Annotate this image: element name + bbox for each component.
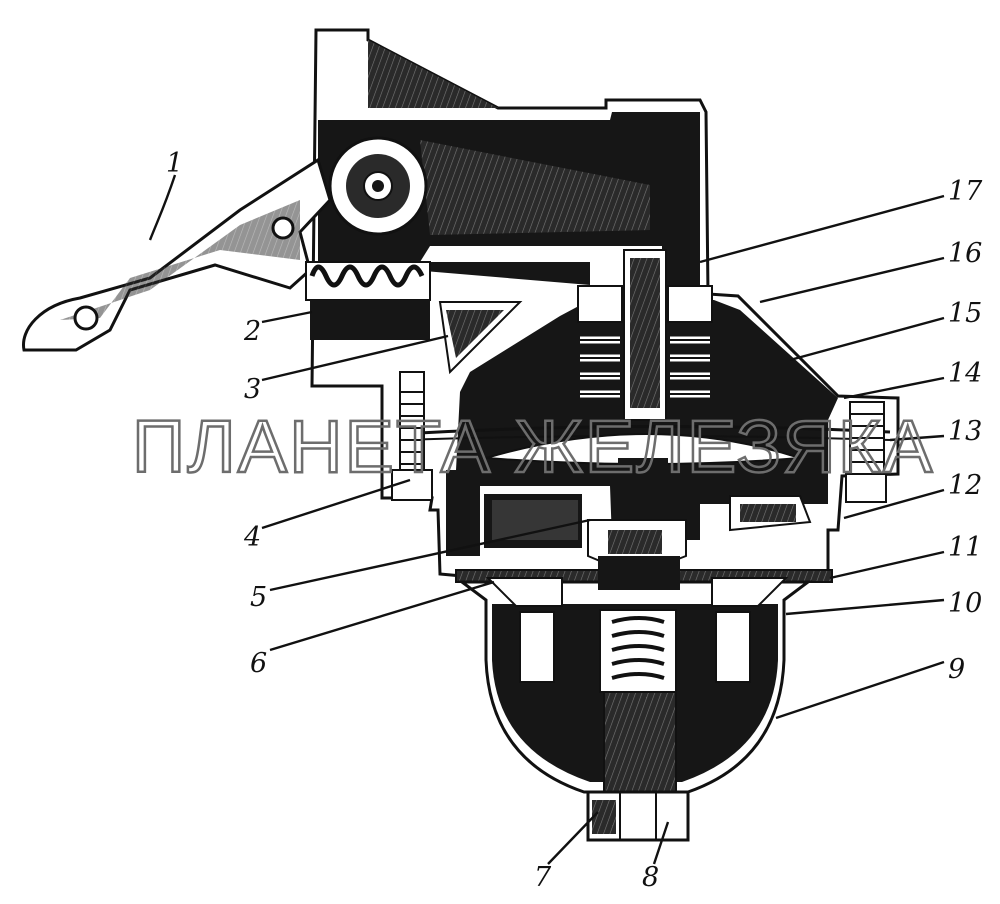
sediment-bowl [457, 556, 813, 842]
label-10: 10 [948, 588, 982, 619]
label-12: 12 [948, 470, 982, 501]
label-4: 4 [243, 522, 261, 553]
pushrod-assembly [577, 249, 713, 421]
label-15: 15 [948, 298, 982, 329]
upper-housing [310, 28, 900, 578]
lever-spring [305, 261, 431, 340]
priming-lever [22, 136, 428, 352]
label-2: 2 [243, 316, 261, 347]
leader-lines [148, 174, 945, 865]
part-labels: 1 2 3 4 5 6 7 8 9 10 11 12 13 14 15 16 1… [166, 148, 983, 893]
label-17: 17 [948, 176, 983, 207]
label-14: 14 [948, 358, 982, 389]
label-16: 16 [948, 238, 982, 269]
label-1: 1 [166, 148, 183, 179]
label-6: 6 [250, 648, 267, 679]
label-13: 13 [948, 416, 982, 447]
label-5: 5 [250, 582, 267, 613]
diaphragm [399, 424, 891, 494]
flange-screws [391, 371, 887, 503]
label-8: 8 [642, 862, 659, 893]
label-11: 11 [948, 532, 982, 563]
watermark-text: ПЛАНЕТА ЖЕЛЕЗЯКА [132, 405, 934, 488]
label-9: 9 [948, 654, 965, 685]
label-3: 3 [244, 374, 261, 405]
label-7: 7 [534, 862, 552, 893]
